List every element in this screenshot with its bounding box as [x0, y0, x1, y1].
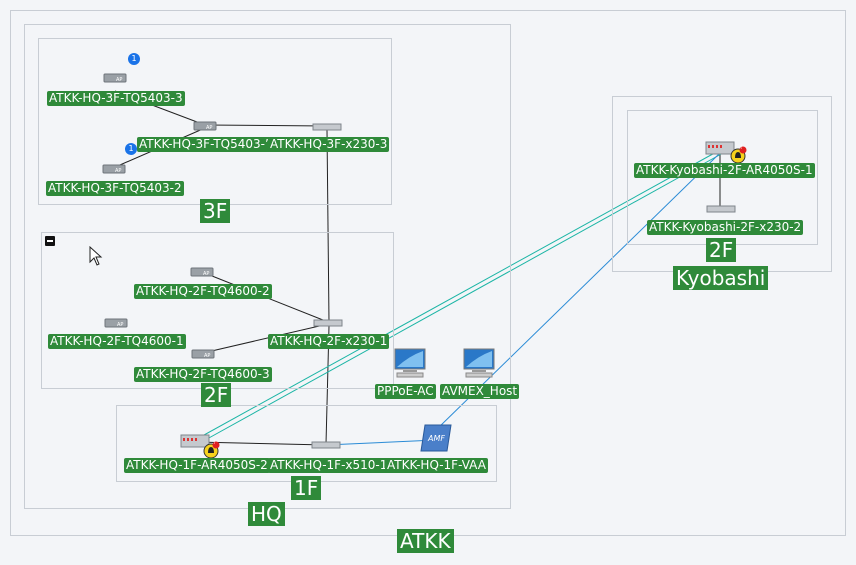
- mouse-cursor-icon: [89, 246, 103, 266]
- collapse-2f-icon[interactable]: [45, 236, 55, 246]
- ap-icon-text: AP: [203, 271, 209, 277]
- group-label-3f[interactable]: 3F: [200, 199, 231, 223]
- ap-icon-text: AP: [116, 77, 122, 83]
- monitor-host-icon[interactable]: [393, 348, 427, 378]
- node-label-kyobashi-ar4050s-1[interactable]: ATKK-Kyobashi-2F-AR4050S-1: [634, 163, 815, 178]
- alarm-bell-icon[interactable]: [728, 146, 748, 166]
- node-label-kyobashi-x230-2[interactable]: ATKK-Kyobashi-2F-x230-2: [647, 220, 804, 235]
- node-label-x510-1[interactable]: ATKK-HQ-1F-x510-1: [268, 458, 390, 473]
- node-label-tq5403-1[interactable]: ATKK-HQ-3F-TQ5403-’: [137, 137, 271, 152]
- group-label-kyobashi[interactable]: Kyobashi: [673, 266, 769, 290]
- alarm-badge: !: [213, 439, 216, 446]
- amf-icon-text: AMF: [427, 434, 445, 443]
- alarm-badge: !: [740, 144, 743, 151]
- ap-device-icon[interactable]: AP: [104, 318, 128, 328]
- ap-device-icon[interactable]: AP: [191, 349, 215, 359]
- group-label-2f[interactable]: 2F: [201, 383, 232, 407]
- link-x510-vaa: [325, 439, 437, 446]
- node-label-ar4050s-2[interactable]: ATKK-HQ-1F-AR4050S-2: [124, 458, 270, 473]
- switch-device-icon[interactable]: [706, 205, 736, 213]
- node-label-tq4600-3[interactable]: ATKK-HQ-2F-TQ4600-3: [134, 367, 272, 382]
- link-vpn-1: [194, 149, 721, 441]
- group-label-1f[interactable]: 1F: [291, 476, 322, 500]
- link-vpn-2: [197, 152, 724, 445]
- group-label-atkk[interactable]: ATKK: [397, 529, 454, 553]
- amf-appliance-icon[interactable]: AMF: [419, 424, 453, 452]
- alarm-bell-icon[interactable]: [201, 441, 221, 461]
- node-label-tq4600-1[interactable]: ATKK-HQ-2F-TQ4600-1: [48, 334, 186, 349]
- node-label-tq5403-2[interactable]: ATKK-HQ-3F-TQ5403-2: [46, 181, 184, 196]
- ap-device-icon[interactable]: AP: [193, 121, 217, 131]
- group-label-kyobashi-2f[interactable]: 2F: [706, 238, 737, 262]
- ap-device-icon[interactable]: AP: [190, 267, 214, 277]
- switch-device-icon[interactable]: [312, 123, 342, 131]
- ap-device-icon[interactable]: AP: [102, 164, 126, 174]
- ap-icon-text: AP: [115, 168, 121, 174]
- node-label-x230-3[interactable]: ATKK-HQ-3F-x230-3: [268, 137, 390, 152]
- switch-device-icon[interactable]: [311, 441, 341, 449]
- router-device-icon[interactable]: [705, 141, 735, 155]
- ap-icon-text: AP: [204, 353, 210, 359]
- ap-icon-text: AP: [117, 322, 123, 328]
- ap-device-icon[interactable]: AP: [103, 73, 127, 83]
- link-tq4600-3-x230-1: [202, 323, 329, 354]
- switch-device-icon[interactable]: [313, 319, 343, 327]
- notification-badge[interactable]: 1: [125, 143, 137, 155]
- node-label-tq4600-2[interactable]: ATKK-HQ-2F-TQ4600-2: [134, 284, 272, 299]
- router-device-icon[interactable]: [180, 434, 210, 448]
- notification-badge[interactable]: 1: [128, 53, 140, 65]
- node-label-avmex[interactable]: AVMEX_Host: [440, 384, 520, 399]
- link-vaa-kyobashi: [435, 152, 721, 431]
- monitor-host-icon[interactable]: [462, 348, 496, 378]
- link-tq5403-1-x230-3: [204, 124, 328, 127]
- ap-icon-text: AP: [206, 125, 212, 131]
- node-label-pppoe[interactable]: PPPoE-AC: [375, 384, 436, 399]
- node-label-tq5403-3[interactable]: ATKK-HQ-3F-TQ5403-3: [47, 91, 185, 106]
- link-x230-3-x230-1: [326, 129, 330, 323]
- group-label-hq[interactable]: HQ: [248, 502, 285, 526]
- node-label-vaa[interactable]: ATKK-HQ-1F-VAA: [385, 458, 488, 473]
- node-label-x230-1[interactable]: ATKK-HQ-2F-x230-1: [268, 334, 390, 349]
